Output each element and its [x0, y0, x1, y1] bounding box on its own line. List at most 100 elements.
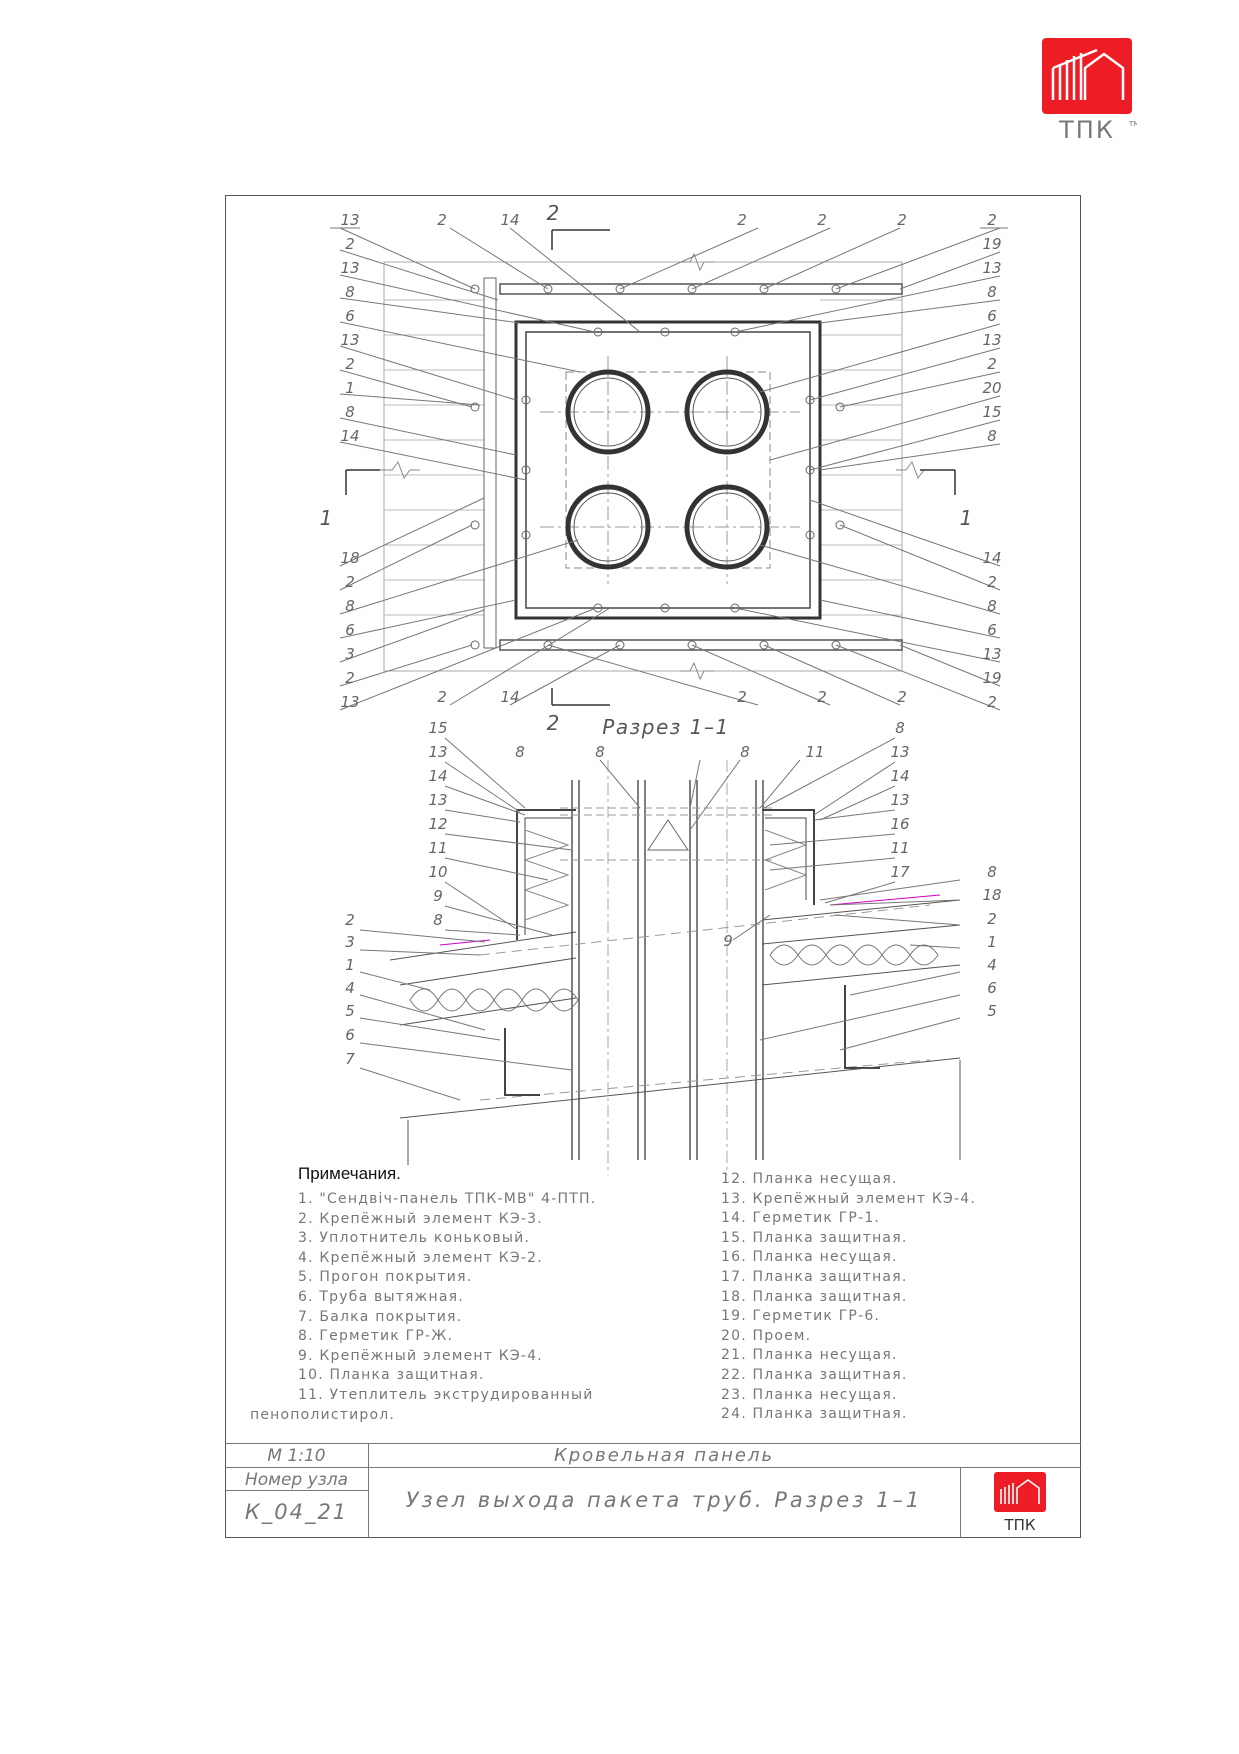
note-item: 1. "Сендвіч-панель ТПК-МВ" 4-ПТП. — [298, 1191, 597, 1207]
callout: 8 — [740, 743, 750, 761]
drawing-title: Узел выхода пакета труб. Разрез 1–1 — [405, 1488, 923, 1512]
callout: 15 — [982, 403, 1001, 421]
callout: 14 — [428, 767, 447, 785]
callout: 2 — [897, 211, 907, 229]
scale-label: М 1:10 — [267, 1446, 326, 1466]
callout: 2 — [437, 211, 447, 229]
top-flashing — [499, 283, 903, 295]
pipe-bundle — [565, 369, 770, 570]
plan-callouts-top: 2 14 2 2 2 — [437, 211, 907, 229]
callout: 18 — [982, 886, 1001, 904]
callout: 7 — [345, 1050, 355, 1068]
exhaust-pipe-4 — [684, 484, 770, 570]
callout: 4 — [987, 956, 997, 974]
product-label: Кровельная панель — [553, 1445, 775, 1466]
section-mark-2-top: 2 — [547, 201, 560, 225]
callout: 2 — [987, 693, 997, 711]
callout: 13 — [982, 331, 1001, 349]
callout: 13 — [340, 211, 359, 229]
callout: 13 — [982, 259, 1001, 277]
section-view — [359, 737, 961, 1175]
callout: 13 — [428, 743, 447, 761]
callout: 8 — [895, 719, 905, 737]
callout: 6 — [987, 307, 997, 325]
note-item: 5. Прогон покрытия. — [298, 1269, 473, 1286]
notes-left-column: 1. "Сендвіч-панель ТПК-МВ" 4-ПТП. 2. Кре… — [250, 1190, 650, 1425]
section-mark-1-right: 1 — [960, 506, 973, 530]
section-callouts-top: 8 8 8 11 — [515, 743, 824, 761]
callout: 6 — [987, 979, 997, 997]
callout: 13 — [428, 791, 447, 809]
note-item-continuation: пенополистирол. — [250, 1406, 396, 1423]
callout: 8 — [433, 911, 443, 929]
callout: 2 — [817, 211, 827, 229]
callout: 2 — [345, 911, 355, 929]
section-pipes — [571, 780, 764, 1160]
callout: 4 — [345, 979, 355, 997]
callout: 17 — [890, 863, 910, 881]
note-item: 20. Проем. — [721, 1327, 812, 1344]
title-block: М 1:10 Номер узла К_04_21 Кровельная пан… — [225, 1443, 1081, 1538]
callout: 6 — [345, 621, 355, 639]
callout: 11 — [428, 839, 447, 857]
callout: 13 — [340, 259, 359, 277]
callout: 5 — [987, 1002, 997, 1020]
callout: 2 — [987, 355, 997, 373]
callout: 2 — [987, 910, 997, 928]
callout: 2 — [345, 573, 355, 591]
stamp-logo-text: ТПК — [1003, 1516, 1035, 1534]
callout: 16 — [890, 815, 909, 833]
ridge-seal-strip — [483, 277, 497, 649]
section-callouts-left: 15 13 14 13 12 11 10 9 8 2 3 1 4 5 6 7 — [345, 719, 447, 1068]
callout: 8 — [345, 597, 355, 615]
note-item: 21. Планка несущая. — [721, 1347, 898, 1364]
plan-break-lines — [380, 252, 934, 681]
callout: 8 — [987, 283, 997, 301]
callout: 8 — [515, 743, 525, 761]
callout: 2 — [897, 688, 907, 706]
note-item: 2. Крепёжный элемент КЭ-3. — [298, 1210, 543, 1227]
note-item: 22. Планка защитная. — [721, 1366, 908, 1383]
callout: 8 — [987, 863, 997, 881]
callout: 6 — [987, 621, 997, 639]
callout: 20 — [982, 379, 1001, 397]
notes-right-column: 12. Планка несущая. 13. Крепёжный элемен… — [721, 1170, 1061, 1425]
plan-leaders — [330, 227, 1008, 711]
note-item: 12. Планка несущая. — [721, 1171, 898, 1187]
opening-plug — [647, 819, 689, 851]
exhaust-pipe-2 — [684, 369, 770, 455]
right-carrier-plank — [762, 809, 815, 905]
note-item: 7. Балка покрытия. — [298, 1308, 463, 1325]
exhaust-pipe-3 — [565, 484, 651, 570]
callout: 1 — [345, 956, 355, 974]
callout: 14 — [500, 688, 519, 706]
section-axes — [607, 760, 728, 1175]
note-item: 8. Герметик ГР-Ж. — [298, 1328, 454, 1345]
section-leaders — [359, 737, 961, 1101]
note-item: 24. Планка защитная. — [721, 1406, 908, 1423]
callout: 9 — [433, 887, 443, 905]
purlin-left — [504, 1028, 540, 1096]
note-item: 23. Планка несущая. — [721, 1386, 898, 1403]
note-item: 17. Планка защитная. — [721, 1268, 908, 1285]
callout: 2 — [437, 688, 447, 706]
note-item: 11. Утеплитель экструдированный — [298, 1386, 594, 1403]
callout: 11 — [805, 743, 824, 761]
stamp-logo: ТПК — [994, 1472, 1046, 1534]
callout: 6 — [345, 1026, 355, 1044]
callout: 1 — [345, 379, 355, 397]
callout: 2 — [737, 688, 747, 706]
note-item: 3. Уплотнитель коньковый. — [298, 1230, 531, 1247]
callout: 2 — [987, 211, 997, 229]
callout: 3 — [345, 933, 355, 951]
note-item: 14. Герметик ГР-1. — [721, 1210, 881, 1227]
fasteners — [470, 284, 845, 650]
plan-callouts-left: 13 2 13 8 6 13 2 1 8 14 18 2 8 6 3 2 13 — [340, 211, 359, 711]
node-number: К_04_21 — [244, 1500, 349, 1524]
insulation-zigzag — [523, 829, 808, 921]
exhaust-pipe-1 — [565, 369, 651, 455]
company-logo: ТПК TM — [1042, 38, 1137, 144]
note-item: 16. Планка несущая. — [721, 1249, 898, 1266]
note-item: 13. Крепёжный элемент КЭ-4. — [721, 1190, 976, 1207]
